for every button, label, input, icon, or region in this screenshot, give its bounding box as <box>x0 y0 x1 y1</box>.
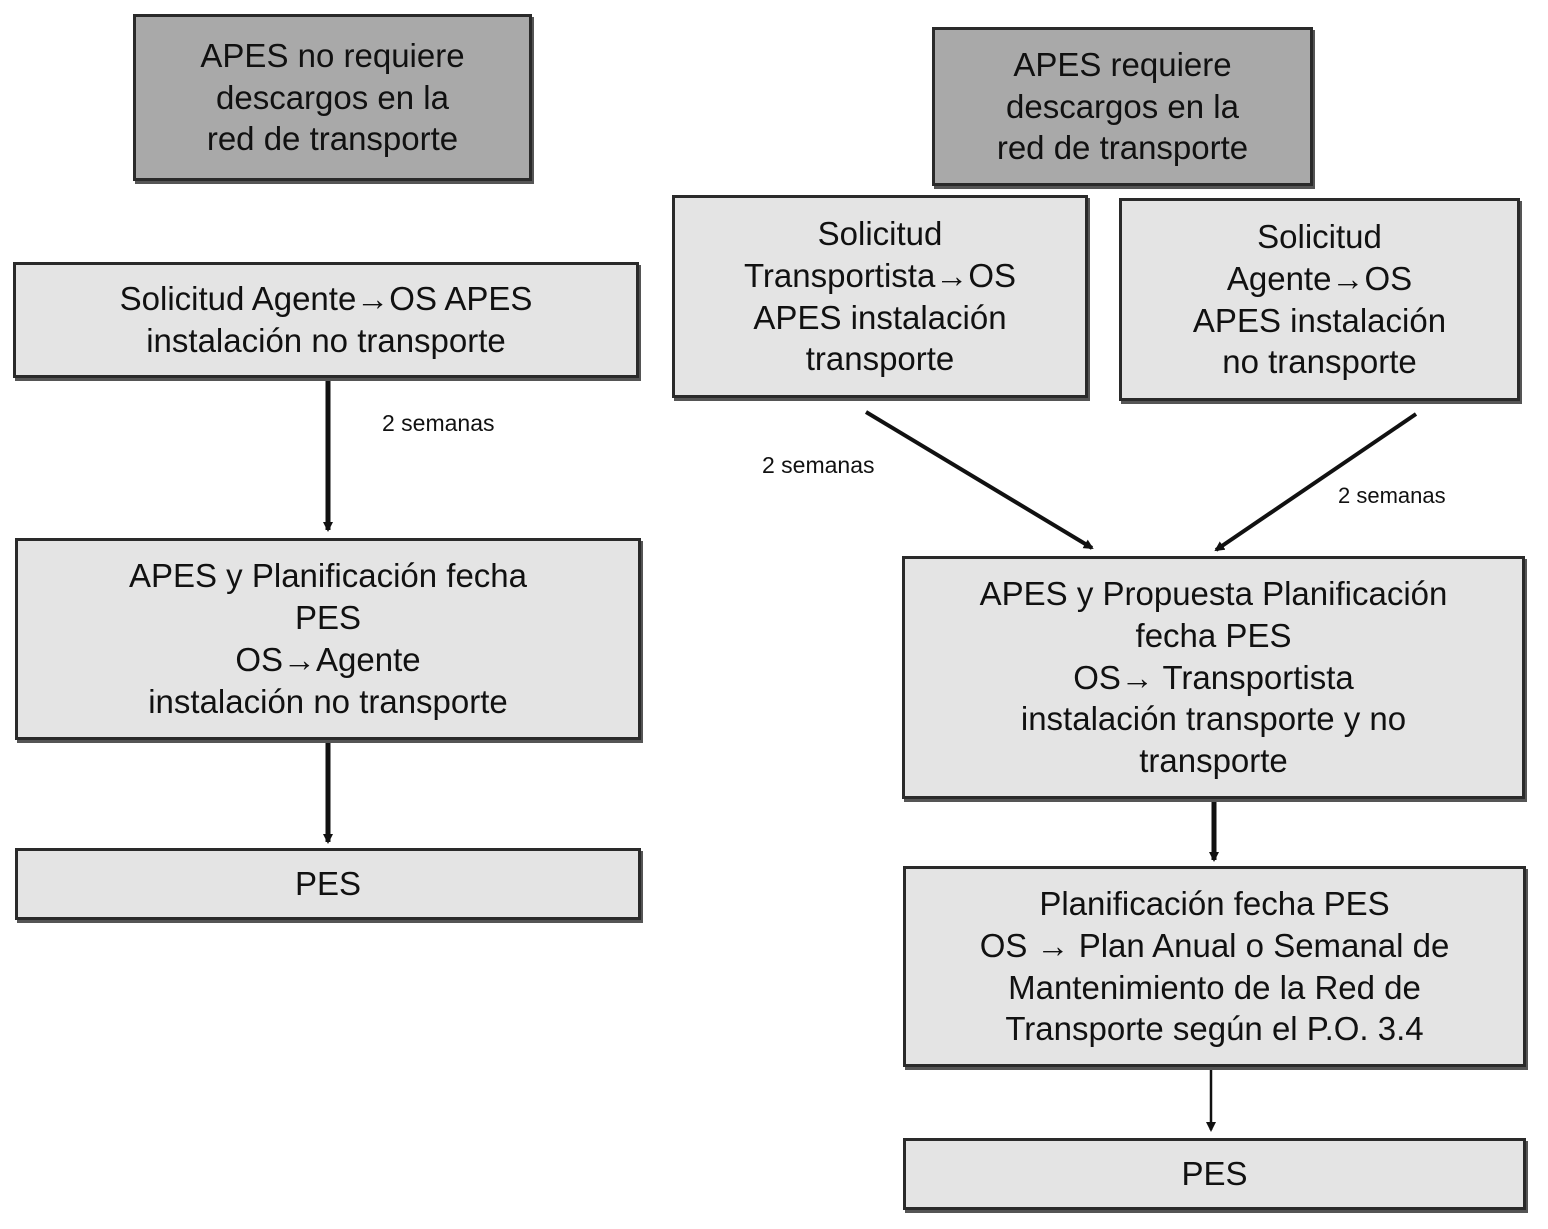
right-delay-label-right: 2 semanas <box>1338 483 1446 508</box>
right-planning-line: Planificación fecha PES <box>1039 884 1390 922</box>
right-planning-box: Planificación fecha PES OS → Plan Anual … <box>903 866 1526 1067</box>
right-planning-line: Mantenimiento de la Red de <box>1008 968 1421 1006</box>
right-header-box: APES requiere descargos en la red de tra… <box>932 27 1313 186</box>
right-header-line: descargos en la <box>1006 87 1239 125</box>
left-pes-text: PES <box>294 865 362 903</box>
right-request-agente-box: Solicitud Agente→OS APES instalación no … <box>1119 198 1520 401</box>
request-transportista-line: Solicitud <box>817 214 943 252</box>
request-transportista-line: transporte <box>805 340 955 378</box>
left-planning-line: APES y Planificación fecha <box>128 557 528 595</box>
left-planning-box: APES y Planificación fecha PES OS→Agente… <box>15 538 641 740</box>
request-agente-line: APES instalación <box>1192 301 1447 339</box>
left-header-box: APES no requiere descargos en la red de … <box>133 14 532 181</box>
arrow-agente-to-proposal <box>1214 412 1418 552</box>
left-planning-line: OS→Agente <box>235 641 421 678</box>
right-pes-text: PES <box>1181 1155 1248 1193</box>
left-planning-line: instalación no transporte <box>148 682 508 720</box>
left-pes-box: PES <box>15 848 641 920</box>
left-request-box: Solicitud Agente→OS APES instalación no … <box>13 262 639 378</box>
request-transportista-line: Transportista→OS <box>743 256 1017 294</box>
right-header-line: APES requiere <box>1013 45 1232 83</box>
left-request-line: instalación no transporte <box>146 322 506 359</box>
right-proposal-box: APES y Propuesta Planificación fecha PES… <box>902 556 1525 799</box>
left-header-line: red de transporte <box>206 120 459 158</box>
right-request-transportista-box: Solicitud Transportista→OS APES instalac… <box>672 195 1088 398</box>
request-agente-line: Solicitud <box>1257 217 1382 255</box>
request-agente-line: no transporte <box>1222 343 1417 381</box>
proposal-line: OS→ Transportista <box>1073 658 1354 696</box>
left-planning-line: PES <box>294 599 362 637</box>
proposal-line: APES y Propuesta Planificación <box>979 574 1448 612</box>
proposal-line: instalación transporte y no <box>1020 700 1407 738</box>
left-delay-label: 2 semanas <box>382 410 495 436</box>
left-request-line: Solicitud Agente→OS APES <box>119 280 533 318</box>
proposal-line: transporte <box>1139 742 1288 780</box>
proposal-line: fecha PES <box>1135 616 1292 654</box>
arrow-transportista-to-proposal <box>864 410 1094 550</box>
right-planning-line: OS → Plan Anual o Semanal de <box>979 926 1450 964</box>
right-pes-box: PES <box>903 1138 1526 1210</box>
left-header-line: APES no requiere <box>200 36 465 74</box>
right-delay-label-left: 2 semanas <box>762 452 875 478</box>
right-planning-line: Transporte según el P.O. 3.4 <box>1005 1010 1424 1048</box>
request-agente-line: Agente→OS <box>1226 259 1413 297</box>
left-header-line: descargos en la <box>216 78 449 116</box>
right-header-line: red de transporte <box>996 129 1249 167</box>
request-transportista-line: APES instalación <box>753 298 1007 336</box>
